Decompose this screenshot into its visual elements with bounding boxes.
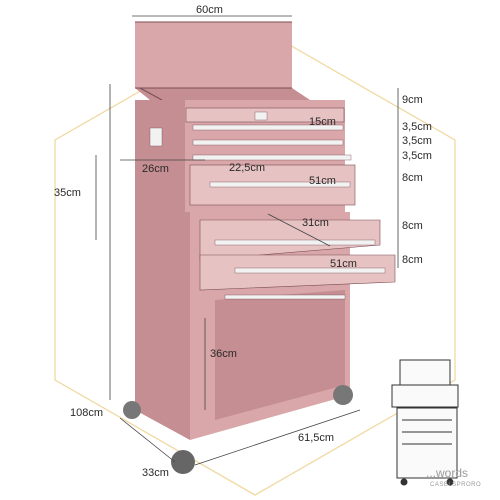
wheels <box>123 385 353 474</box>
dim-drawer-d: 8cm <box>402 172 423 184</box>
wheel-rear-right <box>333 385 353 405</box>
dimension-lines <box>95 15 399 466</box>
wheel-rear-left <box>123 401 141 419</box>
top-chest <box>135 100 356 212</box>
dim-drawer-width-2: 51cm <box>330 258 357 270</box>
dim-drawer-b: 3,5cm <box>402 135 432 147</box>
lid <box>135 21 310 101</box>
dim-drawer-e: 8cm <box>402 220 423 232</box>
dim-width-top: 60cm <box>196 4 223 16</box>
watermark-tagline: CASELSPRORO <box>430 482 482 488</box>
dim-total-height: 108cm <box>70 407 104 419</box>
dim-drawer-a: 3,5cm <box>402 121 432 133</box>
dim-cabinet-depth: 33cm <box>142 467 169 479</box>
hexagon-overlay <box>54 24 456 496</box>
watermark-brand: ...words <box>426 466 469 480</box>
dim-inner-depth: 22,5cm <box>229 162 266 174</box>
dim-chest-height: 35cm <box>54 187 81 199</box>
dim-cabinet-height: 36cm <box>210 348 237 360</box>
dim-depth-top-drawer: 15cm <box>309 116 336 128</box>
dim-drawer-width-1: 51cm <box>309 175 336 187</box>
dim-drawer-depth-2: 31cm <box>302 217 329 229</box>
dim-drawer-f: 8cm <box>402 254 423 266</box>
dim-cabinet-width: 61,5cm <box>298 432 335 444</box>
wheel-front-left <box>171 450 195 474</box>
dim-lid-height: 9cm <box>402 94 423 106</box>
dim-drawer-c: 3,5cm <box>402 150 432 162</box>
dim-side-depth: 26cm <box>142 163 169 175</box>
cabinet <box>135 212 396 440</box>
thumbnail-chest <box>391 359 459 486</box>
